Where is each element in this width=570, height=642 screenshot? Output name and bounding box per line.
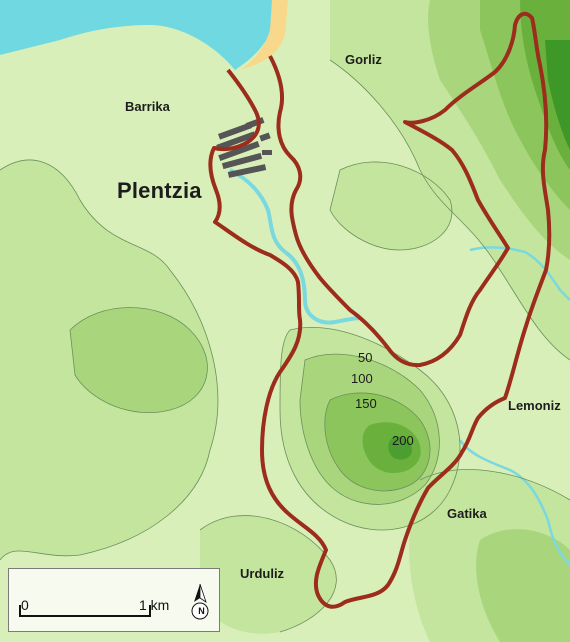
- place-label-lemoniz: Lemoniz: [508, 398, 561, 413]
- plentzia-town-blocks: [216, 117, 272, 178]
- terrain-zone-south: [200, 515, 337, 634]
- municipal-boundary: [208, 11, 552, 609]
- scale-label-end: 1 km: [139, 597, 170, 613]
- place-label-gatika: Gatika: [447, 506, 487, 521]
- scale-bar-tick-end: [149, 605, 151, 617]
- terrain-level2-se: [476, 529, 570, 642]
- beach-area: [240, 0, 288, 70]
- place-label-urduliz: Urduliz: [240, 566, 285, 581]
- scale-bar-tick-start: [19, 605, 21, 617]
- sea-area: [0, 0, 275, 70]
- terrain-level2-west: [70, 307, 208, 413]
- river-southeast: [458, 439, 570, 566]
- place-label-gorliz: Gorliz: [345, 52, 382, 67]
- river-east: [469, 246, 570, 301]
- contour-label-150: 150: [355, 396, 377, 411]
- north-label: N: [198, 606, 205, 616]
- scale-bar: 0 1 km: [8, 568, 220, 632]
- terrain-level5-center: [388, 436, 412, 460]
- scale-label-start: 0: [21, 597, 29, 613]
- north-arrow-icon: [191, 583, 209, 620]
- scale-bar-line: [19, 615, 151, 617]
- place-label-plentzia: Plentzia: [117, 178, 202, 203]
- terrain-zone-north-hills: [330, 161, 452, 250]
- river-butron: [229, 168, 361, 325]
- contour-label-200: 200: [392, 433, 414, 448]
- place-label-barrika: Barrika: [125, 99, 170, 114]
- contour-label-50: 50: [358, 350, 373, 365]
- terrain-level5-east: [545, 40, 570, 150]
- contour-label-100: 100: [351, 371, 373, 386]
